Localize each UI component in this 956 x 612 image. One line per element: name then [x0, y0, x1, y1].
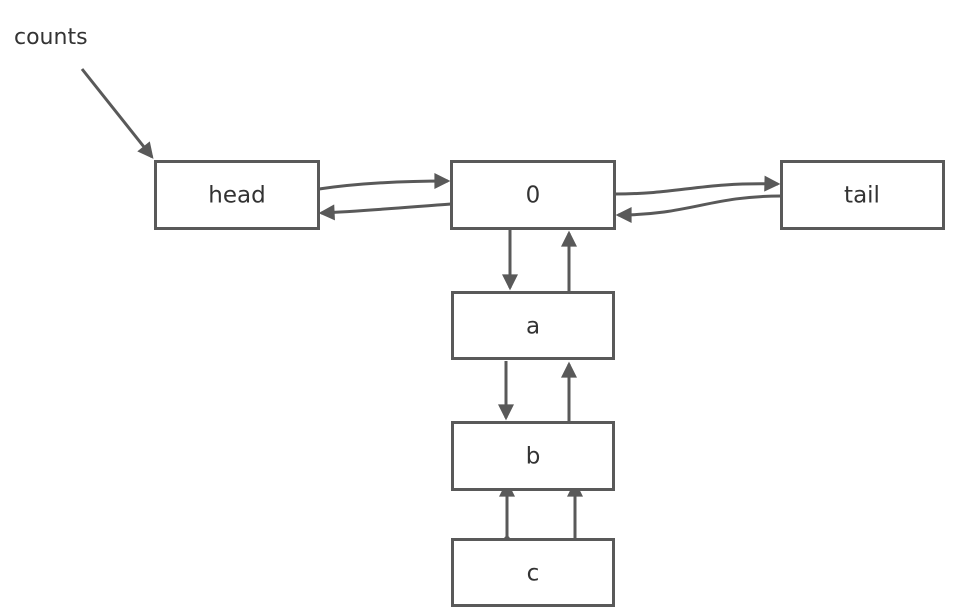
counts-label: counts	[14, 25, 88, 50]
node-head: head	[154, 160, 320, 230]
node-c: c	[451, 538, 615, 607]
tail-to-zero-arrow	[615, 194, 782, 223]
zero-to-head-arrow	[318, 202, 452, 221]
counts-pointer-arrow	[80, 68, 154, 159]
node-b-label: b	[526, 444, 541, 470]
zero-to-tail-arrow	[614, 175, 781, 196]
node-tail-label: tail	[844, 183, 880, 209]
node-tail: tail	[780, 160, 945, 230]
node-a-label: a	[526, 314, 540, 340]
node-zero: 0	[450, 160, 616, 230]
node-c-label: c	[527, 561, 540, 587]
node-head-label: head	[208, 183, 265, 209]
node-a: a	[451, 291, 615, 360]
node-b: b	[451, 421, 615, 491]
head-to-zero-arrow	[318, 173, 451, 191]
node-zero-label: 0	[526, 183, 541, 209]
